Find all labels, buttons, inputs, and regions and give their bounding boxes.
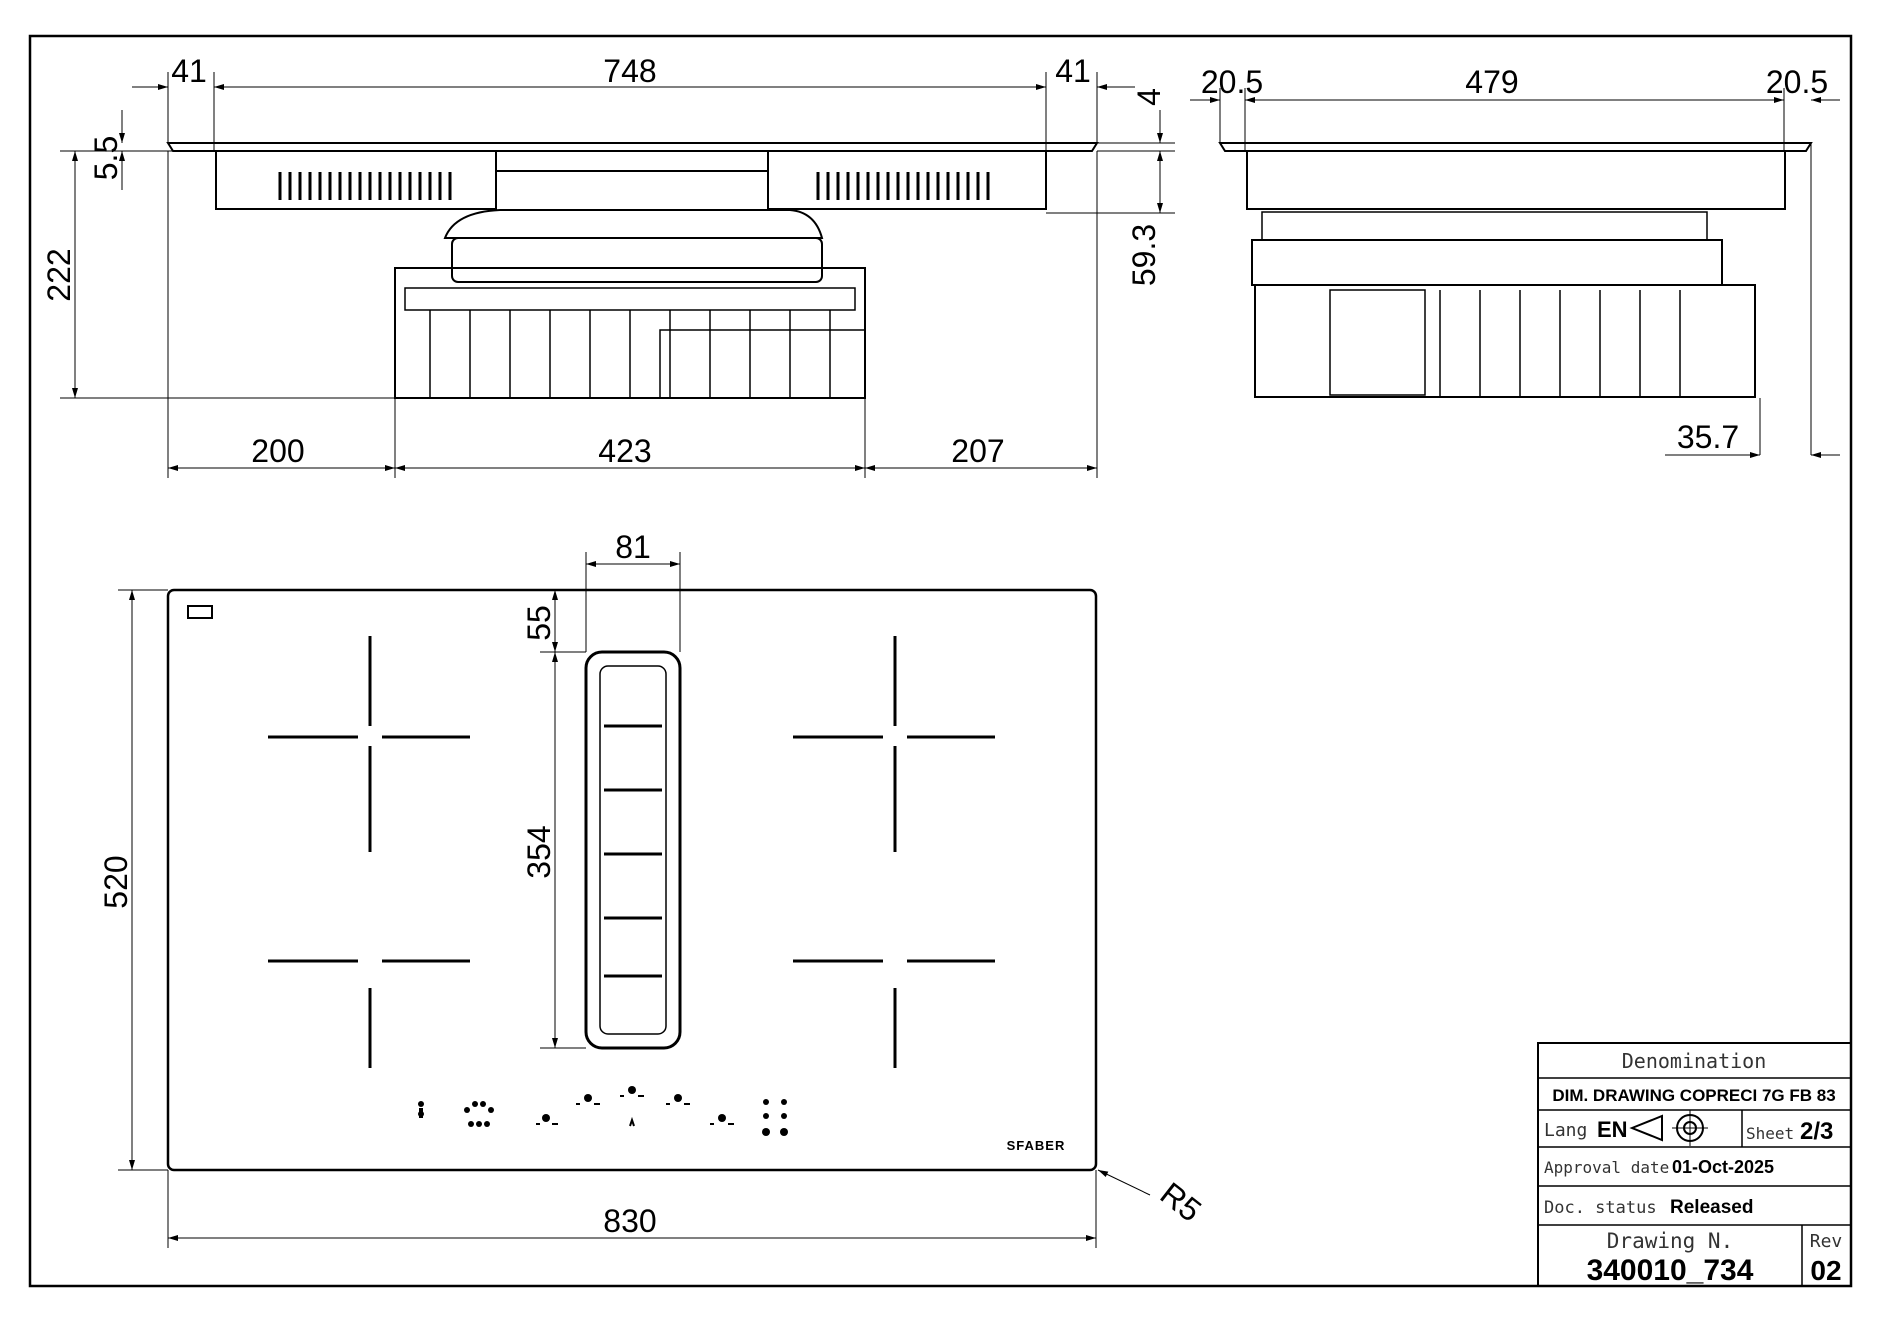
side-motor-body xyxy=(1254,284,1756,398)
dim-front-bottom-right: 207 xyxy=(951,433,1004,469)
projection-symbol-icon xyxy=(1629,1110,1708,1146)
front-left-housing xyxy=(215,150,497,210)
tb-rev-value: 02 xyxy=(1810,1255,1841,1286)
front-glass-top xyxy=(166,142,1099,152)
dim-cooktop-width: 830 xyxy=(603,1203,656,1239)
dim-side-left-margin: 20.5 xyxy=(1201,64,1263,100)
tb-approval-value: 01-Oct-2025 xyxy=(1672,1157,1774,1177)
tb-drawing-label: Drawing N. xyxy=(1607,1229,1733,1253)
front-center-channel xyxy=(495,150,769,172)
zone2-control-icon xyxy=(576,1094,600,1105)
side-fan-drum xyxy=(1329,289,1426,396)
zone1-control-icon xyxy=(536,1114,558,1125)
side-duct xyxy=(1251,239,1723,286)
cooktop-outline xyxy=(166,588,1098,1172)
zone3-control-icon xyxy=(666,1094,690,1105)
tb-lang-label: Lang xyxy=(1544,1120,1587,1141)
side-housing xyxy=(1246,150,1786,210)
front-right-vent-slots xyxy=(816,172,990,200)
fan-control-icon xyxy=(620,1086,644,1127)
front-motor-ribs xyxy=(429,310,831,398)
tb-status-label: Doc. status xyxy=(1544,1198,1657,1218)
vent-grille-slats xyxy=(604,724,662,978)
tb-lang-value: EN xyxy=(1597,1117,1628,1142)
front-duct xyxy=(451,237,823,283)
dim-side-span: 479 xyxy=(1465,64,1518,100)
side-motor-ribs xyxy=(1439,290,1681,397)
dim-corner-radius: R5 xyxy=(1154,1175,1208,1229)
touch-control-panel xyxy=(418,1086,788,1136)
dim-vent-width: 81 xyxy=(615,529,651,565)
title-block xyxy=(1537,1042,1852,1287)
front-view-dimensions xyxy=(60,72,1175,478)
dim-front-offset: 5.5 xyxy=(88,136,124,180)
side-view-dimensions xyxy=(1190,88,1840,458)
dim-front-height: 222 xyxy=(41,248,77,301)
dim-front-left-margin: 41 xyxy=(171,53,207,89)
lock-control-icon xyxy=(762,1099,788,1136)
dim-side-right-margin: 20.5 xyxy=(1766,64,1828,100)
front-view xyxy=(166,142,1099,399)
front-left-vent-slots xyxy=(278,172,452,200)
dim-vent-length: 354 xyxy=(521,825,557,878)
side-view xyxy=(1218,142,1813,398)
tb-drawing-value: 340010_734 xyxy=(1587,1254,1754,1287)
plan-view: SFABER xyxy=(166,588,1098,1172)
side-plenum xyxy=(1261,211,1708,241)
right-cooking-zone-markers xyxy=(793,636,995,1068)
corner-indicator xyxy=(187,605,213,619)
front-right-housing xyxy=(767,150,1047,210)
dim-front-right-margin: 41 xyxy=(1055,53,1091,89)
front-motor-band xyxy=(404,287,856,311)
zone4-control-icon xyxy=(710,1114,734,1125)
dim-glass-thickness: 4 xyxy=(1131,88,1167,106)
front-plenum xyxy=(443,209,824,239)
timer-control-icon xyxy=(464,1101,494,1127)
dim-front-bottom-left: 200 xyxy=(251,433,304,469)
side-glass-top xyxy=(1218,142,1813,152)
dim-cooktop-depth: 520 xyxy=(98,855,134,908)
dim-side-offset: 35.7 xyxy=(1677,419,1739,455)
drawing-frame xyxy=(28,34,1853,1288)
tb-denomination-value: DIM. DRAWING COPRECI 7G FB 83 xyxy=(1552,1086,1835,1105)
dim-front-span: 748 xyxy=(603,53,656,89)
dim-front-drop: 59.3 xyxy=(1126,224,1162,286)
dim-front-bottom-middle: 423 xyxy=(598,433,651,469)
brand-logo: SFABER xyxy=(1007,1138,1066,1153)
downdraft-vent-frame xyxy=(584,650,682,1050)
front-control-box xyxy=(659,329,866,399)
tb-rev-label: Rev xyxy=(1810,1231,1843,1252)
dim-vent-offset: 55 xyxy=(521,605,557,641)
left-cooking-zone-markers xyxy=(268,636,470,1068)
downdraft-vent-grille xyxy=(599,665,667,1035)
power-control-icon xyxy=(418,1101,424,1118)
tb-status-value: Released xyxy=(1670,1197,1753,1218)
tb-sheet-label: Sheet xyxy=(1746,1124,1794,1143)
tb-approval-label: Approval date xyxy=(1544,1158,1669,1177)
tb-denomination-label: Denomination xyxy=(1622,1049,1767,1073)
tb-sheet-value: 2/3 xyxy=(1800,1118,1833,1145)
plan-view-dimensions xyxy=(118,552,1151,1248)
